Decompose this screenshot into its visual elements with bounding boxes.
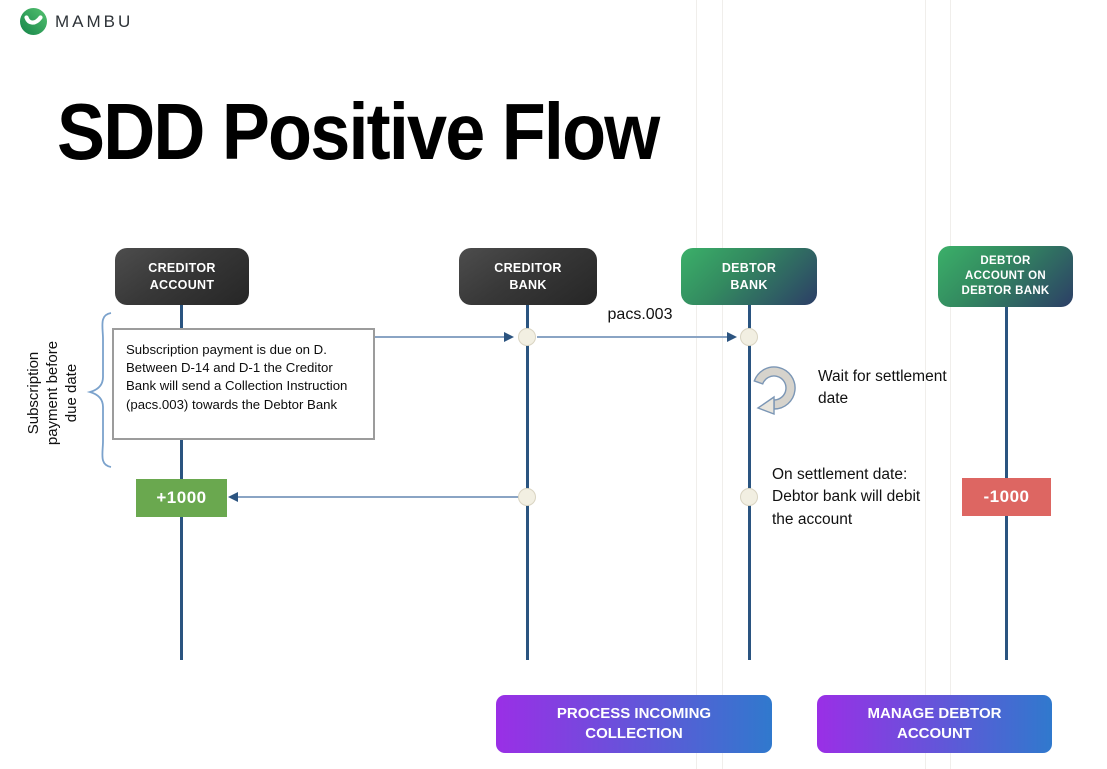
message-label-pacs003: pacs.003 [607, 306, 673, 323]
action-button-label: PROCESS INCOMING COLLECTION [556, 704, 712, 742]
phase-brace-icon [86, 312, 112, 468]
node-dot [740, 328, 758, 346]
note-collection-instruction: Subscription payment is due on D. Betwee… [112, 328, 375, 440]
phase-label: Subscription payment before due date [25, 340, 81, 446]
background-guide-line [925, 0, 926, 769]
action-button-label: MANAGE DEBTOR ACCOUNT [867, 704, 1002, 742]
lane-header-label: CREDITOR ACCOUNT [148, 261, 216, 292]
lane-header-creditor-account: CREDITOR ACCOUNT [115, 248, 249, 305]
credit-amount-badge: +1000 [136, 479, 227, 517]
message-line-pacs003 [537, 336, 727, 338]
node-dot [518, 328, 536, 346]
manage-debtor-account-button[interactable]: MANAGE DEBTOR ACCOUNT [817, 695, 1052, 753]
brand-wordmark: MAMBU [55, 11, 134, 31]
lane-header-creditor-bank: CREDITOR BANK [459, 248, 597, 305]
node-dot [518, 488, 536, 506]
wait-loop-icon [753, 366, 796, 416]
arrowhead-left-icon [228, 492, 238, 502]
lifeline-creditor-bank [526, 305, 529, 660]
background-guide-line [950, 0, 951, 769]
settlement-date-text: On settlement date: Debtor bank will deb… [772, 466, 921, 528]
lifeline-debtor-bank [748, 305, 751, 660]
lane-header-label: DEBTOR BANK [721, 261, 777, 292]
node-dot [740, 488, 758, 506]
message-line-credit [237, 496, 519, 498]
background-guide-line [696, 0, 697, 769]
arrowhead-right-icon [727, 332, 737, 342]
lane-header-label: DEBTOR ACCOUNT ON DEBTOR BANK [961, 255, 1050, 297]
process-incoming-collection-button[interactable]: PROCESS INCOMING COLLECTION [496, 695, 772, 753]
arrowhead-right-icon [504, 332, 514, 342]
lane-header-debtor-account: DEBTOR ACCOUNT ON DEBTOR BANK [938, 246, 1073, 307]
lane-header-label: CREDITOR BANK [494, 261, 562, 292]
background-guide-line [722, 0, 723, 769]
page-title: SDD Positive Flow [57, 87, 660, 176]
brand-logo: MAMBU [20, 8, 133, 35]
wait-settlement-text: Wait for settlement date [818, 368, 947, 408]
debit-amount-badge: -1000 [962, 478, 1051, 516]
mambu-logo-icon [20, 8, 47, 35]
lane-header-debtor-bank: DEBTOR BANK [681, 248, 817, 305]
